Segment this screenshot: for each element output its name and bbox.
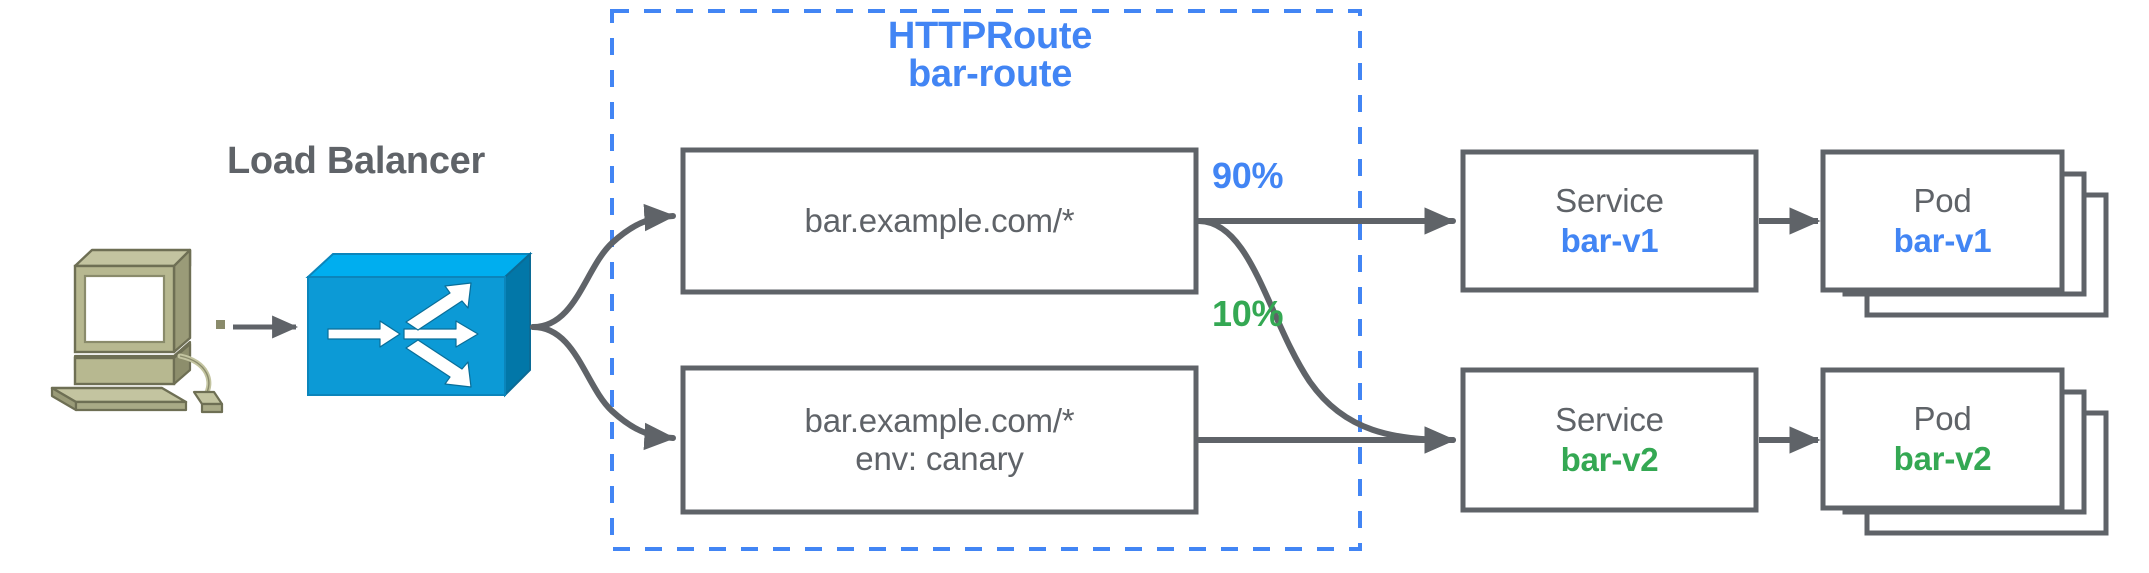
edge-lb-to-rule-canary bbox=[530, 324, 676, 451]
pod-stack-bar-v2[interactable] bbox=[1820, 367, 2109, 536]
match-rule-box-primary[interactable] bbox=[680, 147, 1199, 295]
service-kind-v2: Service bbox=[1555, 400, 1664, 438]
service-box-bar-v2[interactable] bbox=[1460, 367, 1759, 513]
match-rule-label-canary: bar.example.com/* env: canary bbox=[683, 368, 1196, 512]
edge-weight-10 bbox=[1196, 218, 1456, 454]
httproute-name: bar-route bbox=[907, 53, 1073, 95]
weight-label-90: 90% bbox=[1212, 155, 1284, 196]
match-rule-box-canary[interactable] bbox=[680, 365, 1199, 515]
pod-stack-bar-v1[interactable] bbox=[1820, 149, 2109, 318]
load-balancer-icon bbox=[305, 251, 533, 398]
pod-kind-v1: Pod bbox=[1913, 181, 1972, 219]
load-balancer-label: Load Balancer bbox=[227, 140, 485, 182]
pod-name-v2: bar-v2 bbox=[1893, 440, 1992, 477]
service-label-bar-v1: Service bar-v1 bbox=[1463, 152, 1756, 290]
service-name-v1: bar-v1 bbox=[1560, 222, 1659, 259]
pod-name-v1: bar-v1 bbox=[1893, 222, 1992, 259]
httproute-title: HTTPRoute bbox=[887, 15, 1093, 57]
edge-lb-to-rule-primary bbox=[530, 203, 676, 330]
pod-label-bar-v1: Pod bar-v1 bbox=[1823, 152, 2062, 290]
pod-kind-v2: Pod bbox=[1913, 399, 1972, 437]
match-rule-primary-line1: bar.example.com/* bbox=[804, 202, 1075, 239]
service-name-v2: bar-v2 bbox=[1560, 441, 1659, 478]
desktop-computer-icon bbox=[50, 248, 225, 414]
match-rule-canary-line1: bar.example.com/* bbox=[804, 402, 1075, 439]
weight-label-10: 10% bbox=[1212, 293, 1284, 334]
service-label-bar-v2: Service bar-v2 bbox=[1463, 370, 1756, 510]
match-rule-canary-line2: env: canary bbox=[855, 440, 1024, 477]
service-box-bar-v1[interactable] bbox=[1460, 149, 1759, 293]
match-rule-label-primary: bar.example.com/* bbox=[683, 150, 1196, 292]
service-kind-v1: Service bbox=[1555, 181, 1664, 219]
pod-label-bar-v2: Pod bar-v2 bbox=[1823, 370, 2062, 508]
